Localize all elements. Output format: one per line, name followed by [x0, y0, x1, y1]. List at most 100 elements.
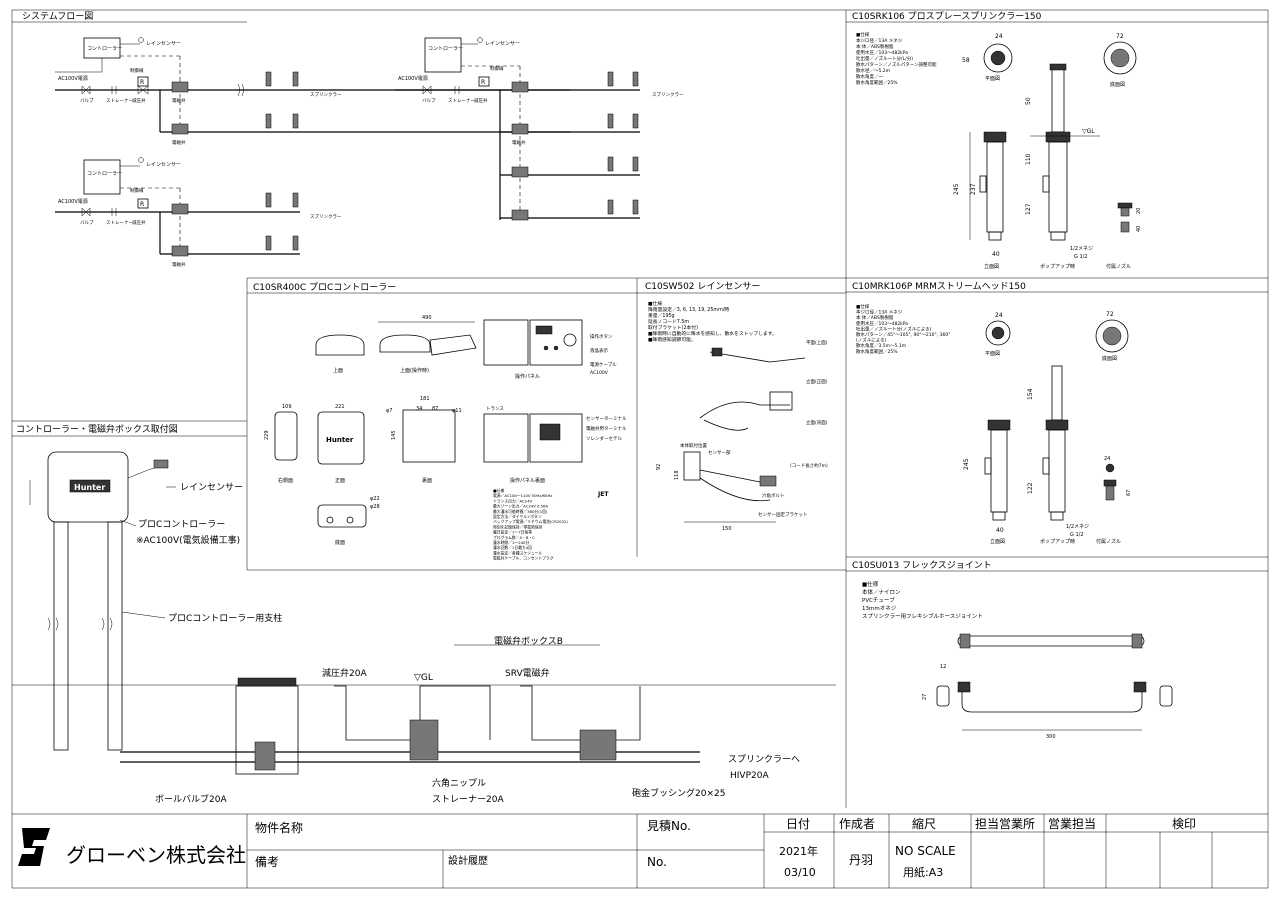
st-elevation-label: 立面図	[990, 538, 1005, 545]
rs-side2-label: 立面(背面)	[806, 419, 828, 426]
spr-dim-72: 72	[1116, 33, 1124, 40]
title-rain-sensor: C10SW502 レインセンサー	[645, 281, 760, 292]
stream-bottom-view	[1095, 319, 1129, 353]
valve-box-b-right	[520, 685, 641, 741]
spr-dim-58: 58	[962, 57, 970, 64]
rs-callout-mount: 本体取付位置	[680, 442, 707, 449]
scale-label: 縮尺	[912, 816, 936, 831]
spec-line: 取付ブラケット(2本付)	[648, 324, 698, 331]
st-thread: 1/2メネジ	[1066, 524, 1089, 530]
st-dim-24b: 24	[1104, 456, 1110, 462]
ball-valve-symbol	[254, 741, 276, 771]
rs-callout-bolt: 六角ボルト	[762, 492, 785, 499]
spec-line: PVCチューブ	[862, 596, 895, 604]
pressure-valve-symbol	[409, 719, 439, 761]
spec-line: ■仕様	[862, 580, 879, 588]
ctl-callout-ac: AC100V	[590, 370, 609, 376]
ctl-front-label: 正面	[335, 478, 345, 484]
rs-side-label: 立面(正面)	[806, 378, 828, 385]
st-thread2: G 1/2	[1070, 532, 1084, 538]
stream-plan-view	[985, 320, 1011, 346]
ctl-dim-87: 87	[432, 406, 438, 412]
ctl-back-label: 裏面	[422, 477, 432, 484]
ctl-bottom-label: 底面	[335, 539, 345, 546]
flow-controller-label-2: コントローラー	[87, 171, 122, 177]
ctl-dim-phi28: φ28	[370, 504, 380, 510]
install-hex-nipple-label: 六角ニップル	[432, 777, 486, 789]
company-logo	[18, 828, 50, 866]
flow-solenoid-label-3: 電磁弁	[172, 261, 186, 268]
spr-dim-237: 237	[970, 183, 977, 195]
controller-bottom-view	[317, 504, 367, 528]
flow-solenoid-label-4: 電磁弁	[512, 139, 526, 146]
flow-sprinkler-label: スプリンクラー	[310, 92, 342, 98]
spec-line: 散水角度範囲／25%	[856, 79, 898, 86]
author-label: 作成者	[839, 817, 875, 831]
design-history-label: 設計履歴	[448, 854, 488, 867]
controller-operation-panel	[483, 319, 529, 366]
install-brand: Hunter	[74, 483, 105, 492]
flow-wire-label-2: 制御線	[130, 187, 144, 194]
flow-diagram-3: コントローラー レインセンサー AC100V電源 制御線 バルブ ストレーナー …	[395, 37, 684, 221]
spr-dim-20: 20	[1136, 208, 1142, 214]
spec-line: (ノズルによる)	[856, 337, 887, 344]
flow-valve-label-3: バルブ	[422, 97, 436, 104]
spec-line: 吐出量／ノズル一ト分(ノズルによる)	[856, 325, 932, 332]
flow-diagram-2: コントローラー レインセンサー AC100V電源 制御線 バルブ ストレーナー …	[55, 157, 342, 268]
flow-rain-sensor-label-3: レインセンサー	[485, 41, 520, 47]
flex-joint-panel: ■仕様本体／ナイロンPVCチューブ13mmオネジスプリンクラー用フレキシブルホー…	[862, 580, 1173, 740]
spec-line: ■降雨感知調節可能。	[648, 336, 696, 343]
sales-office-label: 担当営業所	[975, 817, 1035, 831]
install-pole-label: プロCコントローラー用支柱	[168, 612, 282, 624]
flow-strainer-label: ストレーナー	[106, 98, 133, 104]
spr-thread: 1/2メネジ	[1070, 246, 1093, 252]
flow-r-mark-3: R	[481, 79, 485, 86]
flow-strainer-label-3: ストレーナー	[448, 98, 475, 104]
title-stream-head: C10MRK106P MRMストリームヘッド150	[852, 281, 1026, 292]
flow-diagram-1: コントローラー レインセンサー AC100V電源 制御線 バルブ ストレーナー …	[55, 37, 570, 146]
flow-sprinkler-label-3: スプリンクラー	[652, 92, 684, 98]
spr-dim-40b: 40	[1136, 226, 1142, 232]
rs-callout-sensor: センサー部	[708, 449, 731, 456]
sprinkler-popup-view	[1051, 67, 1065, 133]
flow-r-mark-2: R	[140, 201, 144, 208]
spec-line: 散水径／〜5.2m	[856, 67, 890, 74]
flow-controller-label-3: コントローラー	[428, 46, 463, 52]
number-label: No.	[647, 855, 667, 869]
spec-line: バックアップ電源／リチウム電池(CR2032)	[493, 519, 568, 524]
inspection-label: 検印	[1172, 817, 1196, 831]
rain-sensor-body-view	[683, 451, 701, 481]
st-dim-245: 245	[963, 458, 970, 470]
spec-line: 設定方法／ダイヤル+ボタン	[493, 514, 542, 519]
spec-line: 最大ゾーン出力／AC24V 0.56A	[493, 504, 548, 509]
flow-ac-label-3: AC100V電源	[398, 75, 428, 82]
flow-controller-label: コントローラー	[87, 46, 122, 52]
property-label: 物件名称	[255, 820, 303, 835]
spec-line: 最大灌水可能時間／360分(1回)	[493, 509, 548, 514]
flow-sprinkler-label-2: スプリンクラー	[310, 214, 342, 220]
flow-pressure-label: 減圧弁	[132, 97, 146, 104]
ctl-dim-34: 34	[416, 406, 422, 412]
sprinkler-nozzle-view	[1117, 202, 1133, 209]
sprinkler-heads	[265, 71, 299, 129]
install-hivp-label: HIVP20A	[730, 771, 769, 781]
install-controller-label: プロCコントローラー	[138, 519, 225, 530]
ctl-dim-221: 221	[335, 404, 345, 410]
flow-valve-label: バルブ	[80, 97, 94, 104]
ctl-dim-229: 229	[264, 430, 270, 440]
author-name: 丹羽	[849, 853, 873, 867]
flow-strainer-label-2: ストレーナー	[106, 220, 133, 226]
date-day: 03/10	[784, 866, 816, 879]
ctl-dim-phi11: φ11	[452, 408, 462, 414]
st-dim-154: 154	[1027, 388, 1034, 400]
sales-person-label: 営業担当	[1048, 817, 1096, 831]
controller-open-panel-view	[429, 334, 477, 356]
title-sprinkler: C10SRK106 プロスプレースプリンクラー150	[852, 11, 1042, 22]
